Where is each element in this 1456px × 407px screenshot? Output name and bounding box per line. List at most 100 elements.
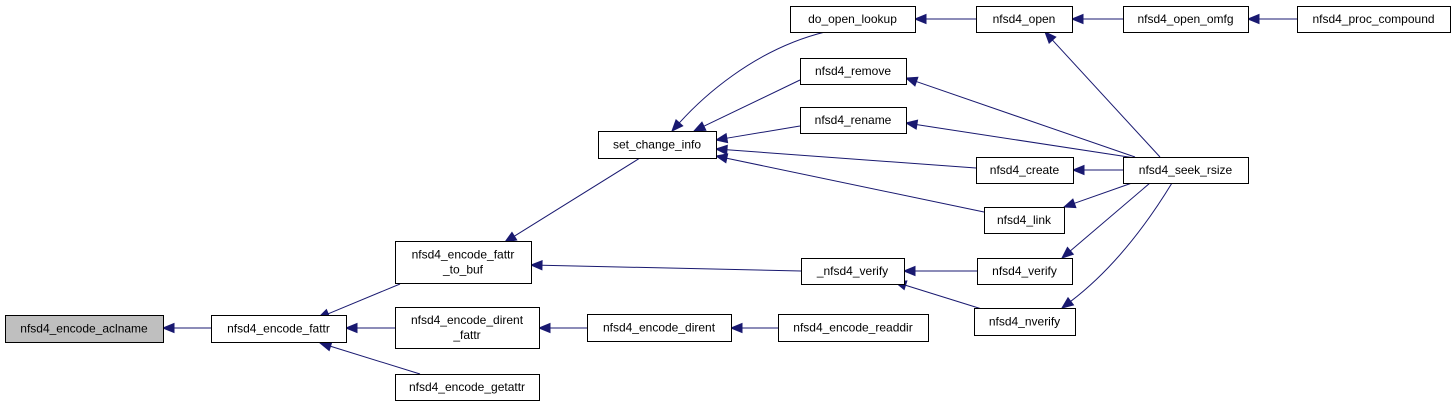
node-box [984,207,1065,234]
node-label: nfsd4_encode_dirent [411,313,524,327]
edge-fattr_to_buf-to-fattr [327,283,401,315]
edge-seek_rsize-to-open [1052,39,1161,158]
node-verify[interactable]: nfsd4_verify [977,258,1073,285]
arrowhead-icon [503,231,518,243]
edge-seek_rsize-to-remove [916,81,1136,158]
node-seek-rsize[interactable]: nfsd4_seek_rsize [1123,157,1249,184]
node-label: nfsd4_seek_rsize [1139,163,1233,177]
arrowhead-icon [714,144,728,156]
node-box [800,107,907,134]
node-box [1297,6,1451,33]
arrowhead-icon [344,322,358,334]
arrowhead-icon [1071,164,1085,176]
node-label: nfsd4_encode_fattr [227,322,330,336]
node-label: nfsd4_create [990,163,1060,177]
edge-rename-to-set_change_info [726,125,801,139]
arrowhead-icon [1070,13,1084,25]
node-box [395,307,540,349]
node-box [395,374,540,401]
node-label: nfsd4_encode_fattr [412,248,515,262]
node-label: do_open_lookup [808,12,897,26]
edge-seek_rsize-to-link [1074,182,1133,204]
node-link[interactable]: nfsd4_link [984,207,1065,234]
arrowhead-icon [904,76,919,87]
node-fattr-to-buf[interactable]: nfsd4_encode_fattr_to_buf [395,241,532,284]
node-label: _nfsd4_verify [816,264,888,278]
arrowhead-icon [1062,198,1077,209]
node-label: nfsd4_encode_dirent [603,321,716,335]
arrowhead-icon [1060,246,1075,259]
edge-seek_rsize-to-verify [1070,182,1151,252]
node-box [790,6,916,33]
edge-remove-to-set_change_info [703,79,801,127]
node-label: set_change_info [613,138,701,152]
node-box [976,6,1073,33]
edge-set_change_info-to-fattr_to_buf [514,157,641,237]
edge-verify_-to-fattr_to_buf [541,264,802,272]
edge-seek_rsize-to-nverify [1070,182,1173,302]
node-label: _to_buf [442,263,484,277]
arrowhead-icon [729,322,743,334]
node-rename[interactable]: nfsd4_rename [800,107,907,134]
arrowhead-icon [529,260,543,271]
node-open-omfg[interactable]: nfsd4_open_omfg [1123,6,1249,33]
node-encode-dirent[interactable]: nfsd4_encode_dirent [587,314,732,342]
node-verify-[interactable]: _nfsd4_verify [801,258,905,285]
node-remove[interactable]: nfsd4_remove [800,58,907,85]
node-box [1123,157,1249,184]
node-box [395,241,532,284]
arrowhead-icon [692,121,707,132]
node-set-change-info[interactable]: set_change_info [598,131,717,159]
edge-create-to-set_change_info [726,149,977,169]
node-box [5,315,164,343]
node-aclname[interactable]: nfsd4_encode_aclname [5,315,164,343]
arrowhead-icon [537,322,551,334]
node-nverify[interactable]: nfsd4_nverify [974,308,1076,336]
arrowhead-icon [161,322,175,334]
node-do-open-lookup[interactable]: do_open_lookup [790,6,916,33]
node-fattr[interactable]: nfsd4_encode_fattr [211,315,347,343]
node-label: nfsd4_encode_readdir [793,321,912,335]
edge-getattr-to-fattr [330,345,421,375]
node-label: nfsd4_encode_aclname [20,322,148,336]
node-box [974,308,1076,336]
node-label: nfsd4_open [993,12,1056,26]
node-box [976,157,1074,184]
node-label: nfsd4_remove [815,64,891,78]
node-box [587,314,732,342]
node-box [801,258,905,285]
node-label: nfsd4_nverify [989,315,1060,329]
node-encode-readdir[interactable]: nfsd4_encode_readdir [778,314,929,342]
node-box [598,131,717,159]
arrowhead-icon [1246,13,1260,25]
edge-nverify-to-verify_ [905,284,986,311]
node-label: nfsd4_proc_compound [1312,12,1434,26]
node-getattr[interactable]: nfsd4_encode_getattr [395,374,540,401]
node-label: _fattr [452,328,480,342]
node-dirent-fattr[interactable]: nfsd4_encode_dirent_fattr [395,307,540,349]
node-box [211,315,347,343]
arrowhead-icon [714,132,729,144]
arrowhead-icon [904,119,919,130]
node-box [1123,6,1249,33]
arrowhead-icon [902,265,916,277]
arrowhead-icon [318,341,333,352]
edge-do_open_lookup-to-set_change_info [679,31,826,124]
node-box [977,258,1073,285]
edge-seek_rsize-to-rename [916,124,1136,159]
node-create[interactable]: nfsd4_create [976,157,1074,184]
node-open[interactable]: nfsd4_open [976,6,1073,33]
edge-link-to-set_change_info [726,157,985,213]
arrowhead-icon [671,118,684,132]
arrowhead-icon [1044,31,1057,45]
node-box [778,314,929,342]
node-label: nfsd4_link [997,213,1052,227]
node-label: nfsd4_verify [992,264,1057,278]
node-proc-compound[interactable]: nfsd4_proc_compound [1297,6,1451,33]
arrowhead-icon [714,153,729,164]
node-box [800,58,907,85]
arrowhead-icon [1060,296,1075,309]
arrowhead-icon [913,13,927,25]
